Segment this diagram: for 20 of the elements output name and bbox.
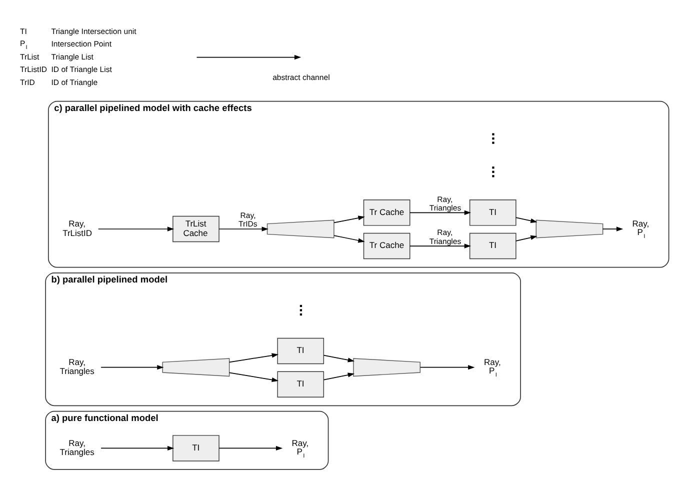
edge-label: Ray, TrIDs [238,210,258,228]
label: Triangle Intersection unit [51,26,136,36]
node-text: Ray, P$_{I}$ [632,218,650,240]
edge-label: Ray, Triangles [429,194,462,212]
node-text: Ray, TrListID [62,218,92,238]
label: Triangle List [51,52,94,61]
legend-label: abstract channel [272,72,330,82]
label: ID of Triangle [51,77,98,86]
label: TrID [20,77,35,86]
label: ID of Triangle List [51,64,112,74]
node-text: Ray, P$_{I}$ [292,437,309,459]
edge-label: Ray, Triangles [429,228,462,246]
node-text: Ray, P$_{I}$ [484,356,501,378]
label: TrList [20,52,40,61]
node-text: Ray, Triangles [60,437,94,457]
label: TI [20,26,27,36]
label: TrListID [20,64,48,74]
node-text: Ray, Triangles [60,356,94,376]
label: Intersection Point [51,39,112,48]
label: P$_{I}$ [20,38,28,50]
